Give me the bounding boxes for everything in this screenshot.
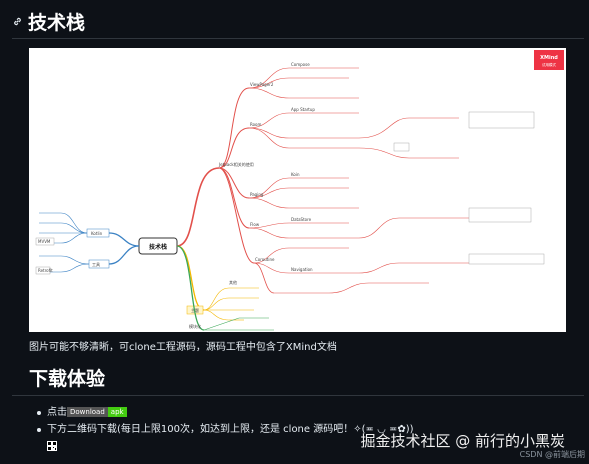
svg-text:试用模式: 试用模式 <box>542 62 556 67</box>
list-item-text: 下方二维码下载(每日上限100次，如达到上限，还是 clone 源码吧！✧(≖ … <box>47 424 414 435</box>
node-navigation: Navigation <box>291 267 313 272</box>
node-flow: Flow <box>250 222 260 227</box>
node-room: Room <box>250 122 261 127</box>
node-paging: Paging <box>250 192 264 197</box>
page-title: 技术栈 <box>28 12 86 34</box>
node-datastore: DataStore <box>291 217 312 222</box>
node-mvvm: MVVM <box>38 239 51 244</box>
xmind-logo: XMind <box>540 55 558 61</box>
list-item <box>29 438 414 455</box>
image-caption: 图片可能不够清晰，可clone工程源码，源码工程中包含了XMind文档 <box>29 342 337 353</box>
badge-label: Download <box>67 407 108 417</box>
node-coroutine: Coroutine <box>255 257 275 262</box>
link-icon[interactable] <box>12 16 23 27</box>
node-retrofit: Retrofit <box>38 268 53 273</box>
node-module: 模块化 <box>189 323 201 329</box>
badge-value: apk <box>107 407 127 417</box>
divider <box>12 395 584 396</box>
node-other: 其他 <box>229 279 237 285</box>
node-koin: Koin <box>291 172 300 177</box>
csdn-watermark: CSDN @前端后期 <box>519 450 585 459</box>
node-compose: Compose <box>291 62 310 67</box>
center-node: 技术栈 <box>149 243 167 251</box>
tech-stack-mindmap-image: 技术栈 XMind 试用模式 Jetpack相关的使用 <box>29 48 566 332</box>
list-item-text: 点击 <box>47 407 67 418</box>
node-jetpack: Jetpack相关的使用 <box>218 161 254 167</box>
list-item: 下方二维码下载(每日上限100次，如达到上限，还是 clone 源码吧！✧(≖ … <box>29 421 414 438</box>
bullet-icon <box>37 411 41 415</box>
node-startup: App Startup <box>291 107 315 112</box>
bullet-icon <box>37 428 41 432</box>
divider <box>12 38 584 39</box>
qr-code-icon[interactable] <box>47 441 57 451</box>
node-tools: 工具 <box>92 261 100 267</box>
section-title-download: 下载体验 <box>29 368 106 390</box>
juejin-watermark: 掘金技术社区 @ 前行的小黑炭 <box>360 432 565 450</box>
node-viewpager: ViewPager2 <box>250 82 274 87</box>
node-kotlin: Kotlin <box>91 231 103 236</box>
